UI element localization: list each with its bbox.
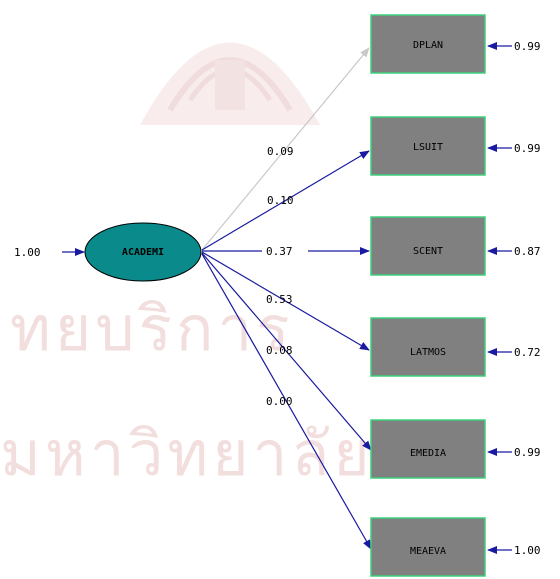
error-meaeva: 1.00	[514, 544, 541, 557]
loading-meaeva: 0.00	[266, 395, 293, 408]
error-dplan: 0.99	[514, 40, 541, 53]
indicator-box-dplan[interactable]	[370, 14, 486, 74]
watermark-text-line2: มหาวิทยาลัย	[0, 417, 374, 490]
loading-emedia: 0.08	[266, 344, 293, 357]
path-latmos	[201, 251, 370, 351]
path-lsuit	[201, 150, 370, 251]
latent-variance: 1.00	[14, 246, 41, 259]
loading-latmos: 0.53	[266, 293, 293, 306]
indicator-label-lsuit: LSUIT	[413, 142, 443, 153]
indicator-box-lsuit[interactable]	[370, 116, 486, 176]
indicator-box-scent[interactable]	[370, 216, 486, 276]
error-lsuit: 0.99	[514, 142, 541, 155]
indicator-box-emedia[interactable]	[370, 419, 486, 479]
loading-scent: 0.37	[266, 245, 293, 258]
error-emedia: 0.99	[514, 446, 541, 459]
path-dplan	[201, 47, 370, 251]
path-emedia	[201, 252, 372, 451]
indicator-label-scent: SCENT	[413, 246, 443, 257]
indicator-label-latmos: LATMOS	[410, 347, 446, 358]
error-scent: 0.87	[514, 245, 541, 258]
loading-dplan: 0.09	[267, 145, 294, 158]
indicator-label-emedia: EMEDIA	[410, 448, 446, 459]
latent-ellipse[interactable]	[84, 222, 202, 282]
loading-lsuit: 0.10	[267, 194, 294, 207]
indicator-box-latmos[interactable]	[370, 317, 486, 377]
watermark-text-line1: ทยบริการ	[10, 292, 294, 365]
path-meaeva	[201, 253, 372, 550]
indicator-box-meaeva[interactable]	[370, 517, 486, 577]
indicator-label-dplan: DPLAN	[413, 40, 443, 51]
latent-label: ACADEMI	[122, 247, 164, 258]
error-latmos: 0.72	[514, 346, 541, 359]
indicator-label-meaeva: MEAEVA	[410, 546, 446, 557]
